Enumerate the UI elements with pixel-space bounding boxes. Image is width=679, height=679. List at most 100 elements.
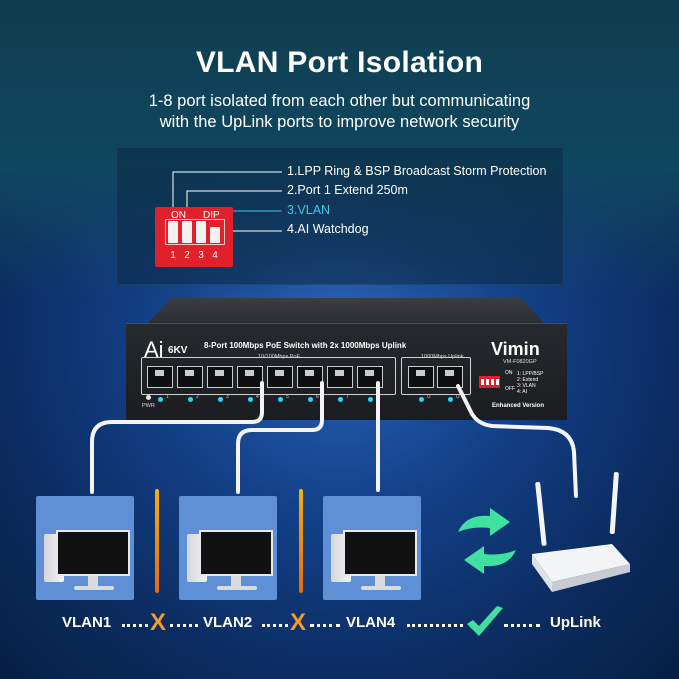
cable-vlan2	[236, 381, 324, 494]
port-led	[419, 397, 424, 402]
pc-monitor	[343, 530, 417, 576]
device-title: 8-Port 100Mbps PoE Switch with 2x 1000Mb…	[204, 341, 407, 350]
dip-toggle-3	[196, 221, 206, 243]
device-brand: Vimin	[491, 339, 540, 359]
dip-number-3: 3	[198, 250, 204, 261]
device-dip-off: OFF	[505, 386, 515, 392]
poe-port-4	[237, 366, 263, 388]
computer-vlan2	[179, 496, 277, 600]
router-antennas	[535, 472, 619, 546]
subtitle-line-2: with the UpLink ports to improve network…	[159, 113, 520, 131]
dip-frame	[165, 219, 225, 245]
dotted-link-3b	[504, 624, 540, 627]
dip-switch: ON DIP 1 2 3 4	[155, 207, 233, 267]
port-number-3: 3	[226, 394, 229, 400]
uplink-label: UpLink	[550, 614, 601, 631]
computer-vlan1	[36, 496, 134, 600]
dip-option-2: 2.Port 1 Extend 250m	[287, 183, 408, 197]
cable-uplink	[456, 384, 578, 498]
check-icon	[467, 606, 503, 636]
dip-dip-label: DIP	[203, 210, 220, 221]
ai-logo: Ai	[144, 337, 164, 362]
pc-monitor	[199, 530, 273, 576]
pc-base	[217, 586, 257, 590]
poe-port-1	[147, 366, 173, 388]
vlan4-label: VLAN4	[346, 614, 396, 631]
dotted-link-3a	[407, 624, 463, 627]
port-number-u1: U	[427, 394, 431, 400]
enhanced-version-label: Enhanced Version	[492, 403, 545, 409]
device-dip-toggle	[486, 379, 489, 385]
port-number-4: 4	[256, 394, 259, 400]
poe-port-7	[327, 366, 353, 388]
dip-toggle-1	[168, 221, 178, 243]
sync-arrows-icon	[458, 508, 516, 574]
port-number-u2: U	[456, 394, 460, 400]
port-number-6: 6	[316, 394, 319, 400]
port-led	[448, 397, 453, 402]
cable-vlan1	[90, 381, 264, 494]
dip-toggle-4	[210, 227, 220, 243]
power-label: PWR	[142, 403, 155, 409]
port-led	[188, 397, 193, 402]
device-dip-toggle	[491, 379, 494, 385]
poe-port-5	[267, 366, 293, 388]
dip-number-1: 1	[170, 250, 176, 261]
dotted-link-1a	[122, 624, 148, 627]
pc-monitor	[56, 530, 130, 576]
port-number-7: 7	[346, 394, 349, 400]
device-dip-on: ON	[505, 370, 513, 376]
port-number-5: 5	[286, 394, 289, 400]
computer-vlan4	[323, 496, 421, 600]
port-led	[218, 397, 223, 402]
dip-option-3: 3.VLAN	[287, 203, 331, 217]
port-led	[278, 397, 283, 402]
switch-top-panel	[147, 298, 545, 324]
poe-port-6	[297, 366, 323, 388]
port-number-1: 1	[166, 394, 169, 400]
page-title: VLAN Port Isolation	[195, 46, 484, 79]
port-led	[368, 397, 373, 402]
isolation-bar-2	[299, 489, 303, 593]
port-number-2: 2	[196, 394, 199, 400]
block-x-icon-2: X	[290, 609, 307, 636]
vlan1-label: VLAN1	[62, 614, 112, 631]
pc-base	[361, 586, 401, 590]
dip-option-4: 4.AI Watchdog	[287, 222, 369, 236]
port-led	[338, 397, 343, 402]
subtitle-line-1: 1-8 port isolated from each other but co…	[148, 92, 531, 110]
uplink-port-group	[401, 357, 471, 395]
device-dip-switch	[479, 376, 500, 388]
device-dip-toggle	[481, 379, 484, 385]
dip-option-1: 1.LPP Ring & BSP Broadcast Storm Protect…	[287, 164, 547, 178]
uplink-port-1	[408, 366, 434, 388]
pc-stand	[231, 576, 241, 586]
pc-base	[74, 586, 114, 590]
power-led	[146, 395, 151, 400]
vlan2-label: VLAN2	[203, 614, 253, 631]
poe-port-group	[141, 357, 396, 395]
dip-toggle-2	[182, 221, 192, 243]
port-led	[158, 397, 163, 402]
leader-line-1	[172, 171, 282, 222]
dip-on-label: ON	[171, 210, 186, 221]
surge-rating: 6KV	[168, 345, 188, 356]
pc-stand	[88, 576, 98, 586]
router-icon	[532, 544, 630, 592]
device-dip-toggle	[496, 379, 499, 385]
poe-port-3	[207, 366, 233, 388]
isolation-bar-1	[155, 489, 159, 593]
poe-port-2	[177, 366, 203, 388]
pc-stand	[375, 576, 385, 586]
page-subtitle: 1-8 port isolated from each other but co…	[0, 91, 679, 133]
dotted-link-1b	[170, 624, 198, 627]
block-x-icon-1: X	[150, 609, 167, 636]
device-model: VM-F0820GP	[503, 359, 537, 365]
dip-number-2: 2	[184, 250, 190, 261]
device-dip-legend: 1: LPP/BSP 2: Extend 3: VLAN 4: AI	[517, 371, 544, 395]
port-led	[308, 397, 313, 402]
uplink-port-2	[437, 366, 463, 388]
dip-number-4: 4	[212, 250, 218, 261]
dotted-link-2b	[310, 624, 340, 627]
